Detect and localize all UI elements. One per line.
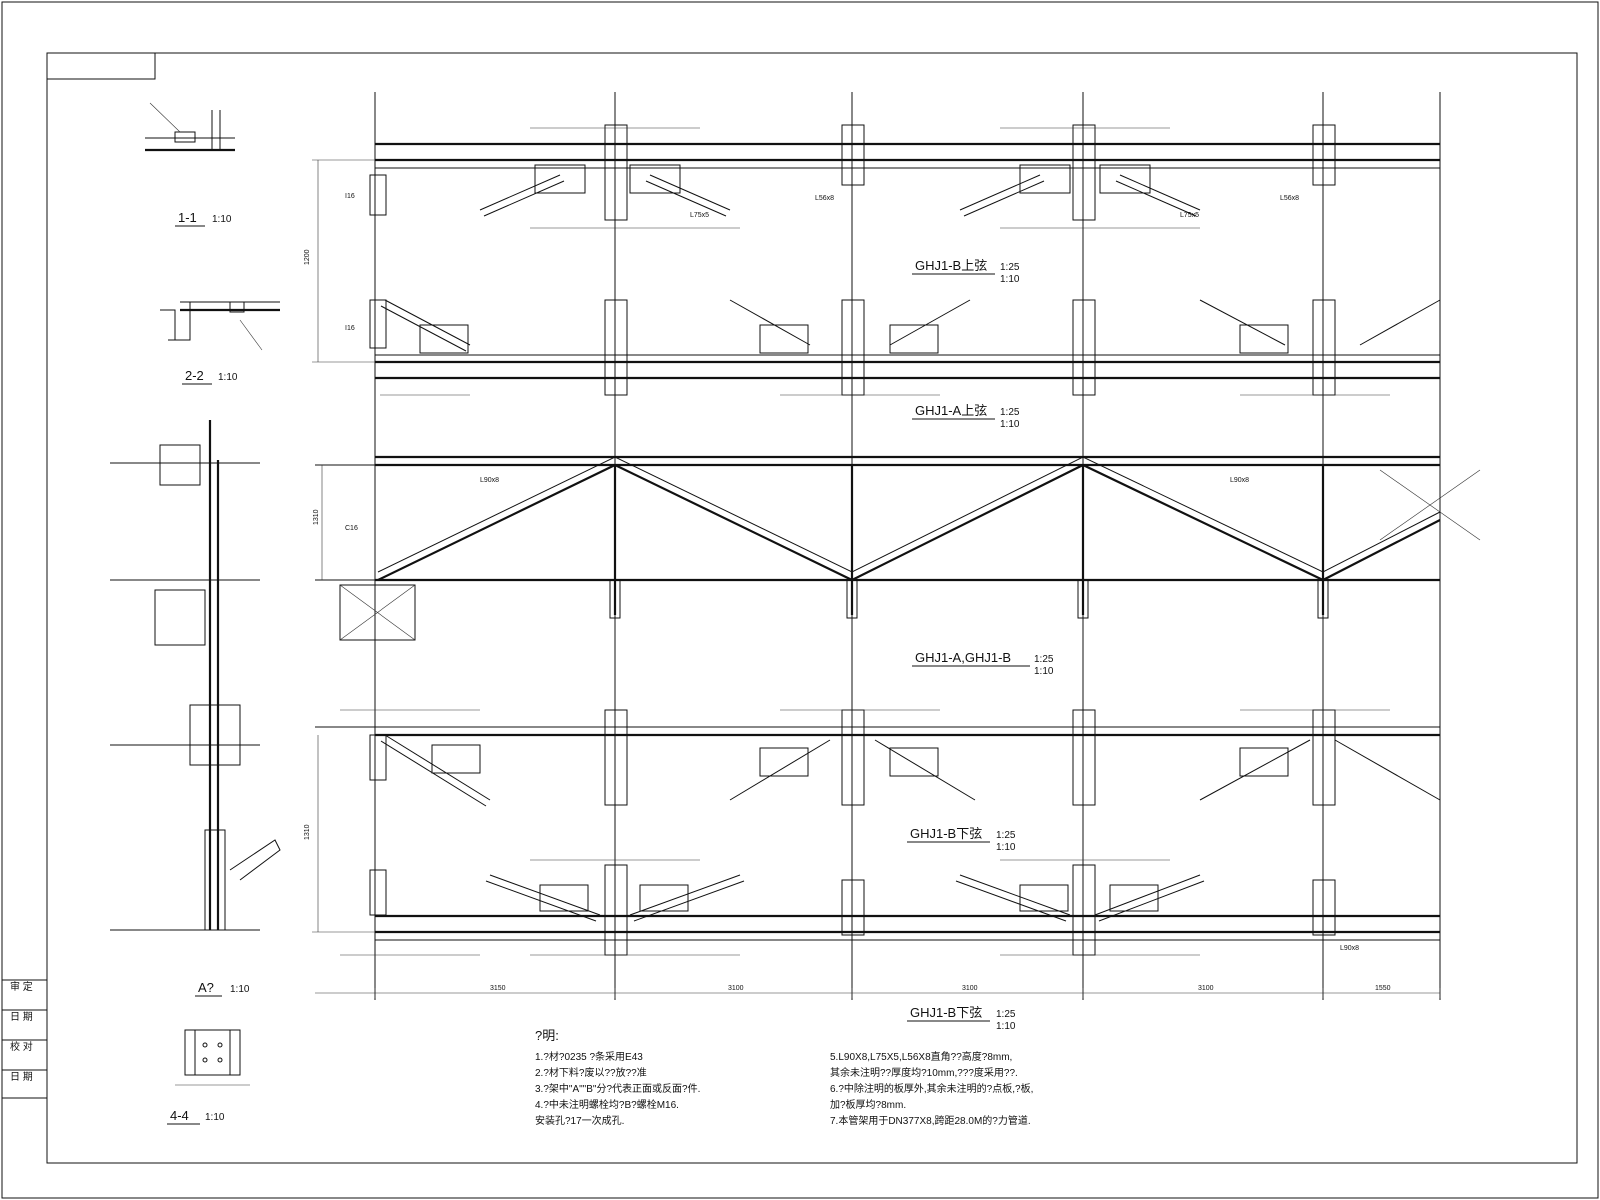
- view-title-ab: GHJ1-A,GHJ1-B: [915, 650, 1011, 665]
- section-2-2: 2-2 1:10: [160, 301, 280, 385]
- view-scale2-a-top: 1:10: [1000, 419, 1020, 430]
- view-scale2-b-top: 1:10: [1000, 274, 1020, 285]
- section-title-1-1: 1-1: [178, 210, 197, 225]
- member-label-post: I16: [345, 193, 355, 200]
- view-ghj1-b-top: GHJ1-B上弦 1:25 1:10: [369, 124, 1440, 285]
- view-title-a-top: GHJ1-A上弦: [915, 403, 987, 418]
- bay-dimension-line: 3150 3100 3100 3100 1550: [315, 985, 1441, 998]
- section-title-4-4: 4-4: [170, 1108, 189, 1123]
- view-title-b-top: GHJ1-B上弦: [915, 258, 987, 273]
- dim-height-1: 1310: [313, 509, 320, 525]
- note-left-2: 3.?架中"A""B"分?代表正面或反面?件.: [535, 1082, 700, 1095]
- member-labels: L90x8 L90x8 L75x5 L75x5 L56x8 L56x8 I16 …: [345, 193, 1359, 952]
- corner-tag-box: [46, 52, 156, 80]
- bay-dim-1: 3100: [728, 985, 744, 992]
- section-a-detail: A? 1:10: [110, 420, 281, 997]
- view-ghj1-b-bot: GHJ1-B下弦 1:25 1:10: [315, 709, 1441, 853]
- section-4-4: 4-4 1:10: [167, 1029, 250, 1125]
- side-label-1: 日 期: [10, 1011, 33, 1023]
- member-label-diag: L75x5: [690, 212, 709, 219]
- general-notes: ?明: 1.?材?0235 ?条采用E43 2.?材下料?废以??放??准 3.…: [535, 1028, 1033, 1127]
- member-label-post-2: I16: [345, 325, 355, 332]
- member-label-chord-3: L90x8: [1340, 945, 1359, 952]
- note-right-3: 加?板厚均?8mm.: [830, 1098, 906, 1111]
- notes-heading: ?明:: [535, 1028, 559, 1043]
- member-label-channel: C16: [345, 525, 358, 532]
- section-title-a: A?: [198, 980, 214, 995]
- bay-dim-0: 3150: [490, 985, 506, 992]
- note-right-0: 5.L90X8,L75X5,L56X8直角??高度?8mm,: [830, 1050, 1012, 1063]
- dim-height-2: 1310: [304, 824, 311, 840]
- section-scale-2-2: 1:10: [218, 372, 238, 383]
- dim-height-bottom: 1310: [304, 735, 375, 933]
- side-label-2: 校 对: [10, 1040, 33, 1053]
- section-1-1: 1-1 1:10: [145, 102, 235, 227]
- note-left-4: 安装孔?17一次成孔.: [535, 1114, 624, 1127]
- bay-dim-4: 1550: [1375, 985, 1391, 992]
- note-right-1: 其余未注明??厚度均?10mm,???度采用??.: [830, 1066, 1018, 1079]
- view-scale-b-top: 1:25: [1000, 262, 1020, 273]
- side-label-3: 日 期: [10, 1071, 33, 1083]
- view-scale-b-bot: 1:25: [996, 830, 1016, 841]
- note-left-3: 4.?中未注明螺栓均?B?螺栓M16.: [535, 1098, 679, 1111]
- side-label-0: 审 定: [10, 980, 33, 993]
- view-ghj1-a-top: GHJ1-A上弦 1:25 1:10: [369, 299, 1441, 430]
- section-scale-1-1: 1:10: [212, 214, 232, 225]
- note-right-4: 7.本管架用于DN377X8,跨距28.0M的?力管道.: [830, 1114, 1031, 1127]
- section-scale-4-4: 1:10: [205, 1112, 225, 1123]
- section-title-2-2: 2-2: [185, 368, 204, 383]
- member-label-chord-2: L90x8: [1230, 477, 1249, 484]
- member-label-vert: L56x8: [815, 195, 834, 202]
- member-label-chord: L90x8: [480, 477, 499, 484]
- note-right-2: 6.?中除注明的板厚外,其余未注明的?点板,?板,: [830, 1082, 1033, 1095]
- view-title-b-bot2: GHJ1-B下弦: [910, 1005, 982, 1020]
- view-scale2-b-bot2: 1:10: [996, 1021, 1016, 1032]
- dim-height-0: 1200: [304, 249, 311, 265]
- view-ghj1-b-bot2: GHJ1-B下弦 1:25 1:10: [340, 859, 1440, 1032]
- member-label-diag-2: L75x5: [1180, 212, 1199, 219]
- view-scale-a-top: 1:25: [1000, 407, 1020, 418]
- view-scale-ab: 1:25: [1034, 654, 1054, 665]
- section-scale-a: 1:10: [230, 984, 250, 995]
- bay-dim-2: 3100: [962, 985, 978, 992]
- dim-height-top: 1200: [304, 159, 375, 363]
- view-scale-b-bot2: 1:25: [996, 1009, 1016, 1020]
- inner-border: [46, 52, 1578, 1164]
- side-title-strip: 审 定 日 期 校 对 日 期: [2, 979, 47, 1099]
- view-title-b-bot: GHJ1-B下弦: [910, 826, 982, 841]
- view-scale2-b-bot: 1:10: [996, 842, 1016, 853]
- member-label-vert-2: L56x8: [1280, 195, 1299, 202]
- note-left-1: 2.?材下料?废以??放??准: [535, 1066, 647, 1079]
- view-ghj1-ab-elevation: 1310 GHJ1-A,GHJ1-B 1:25 1:10: [313, 455, 1481, 677]
- note-left-0: 1.?材?0235 ?条采用E43: [535, 1050, 643, 1063]
- view-scale2-ab: 1:10: [1034, 666, 1054, 677]
- bay-dim-3: 3100: [1198, 985, 1214, 992]
